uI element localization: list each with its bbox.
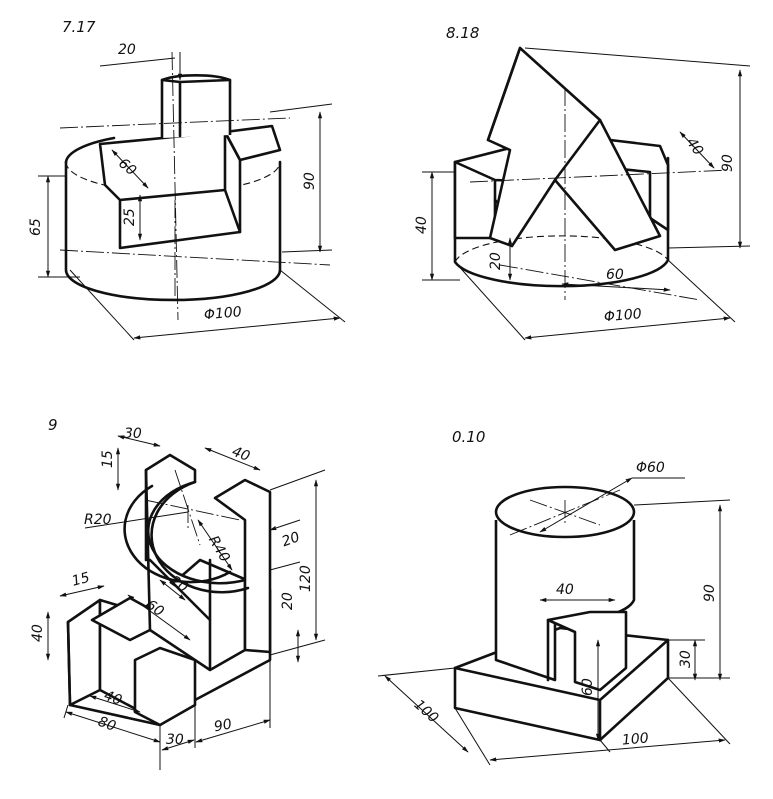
dimension-text: R20 bbox=[84, 512, 112, 528]
dimension-text: 30 bbox=[124, 426, 142, 442]
slanted-blade bbox=[486, 46, 662, 252]
extension-line bbox=[269, 469, 326, 656]
dimension-text: Φ100 bbox=[203, 304, 242, 323]
dimension-text: 100 bbox=[621, 730, 649, 748]
figure-8-18: 8.18 40 40 90 20 60 Φ100 bbox=[414, 24, 751, 341]
dimension-text: 65 bbox=[28, 218, 44, 236]
dimension-line bbox=[539, 477, 633, 533]
centre-line bbox=[59, 51, 331, 321]
slot-inner-edge bbox=[118, 130, 242, 234]
dimension-text: 30 bbox=[678, 650, 694, 668]
figure-label: 7.17 bbox=[62, 18, 96, 36]
dimension-line bbox=[59, 585, 105, 597]
figure-label: 8.18 bbox=[446, 24, 479, 42]
dimension-text: 40 bbox=[230, 444, 252, 465]
dimension-text: 120 bbox=[298, 565, 314, 592]
dimension-text: 60 bbox=[580, 678, 596, 696]
extension-line bbox=[377, 667, 731, 766]
dimension-text: 15 bbox=[70, 570, 91, 590]
dimension-line bbox=[561, 282, 671, 292]
dimension-text: 100 bbox=[411, 697, 442, 727]
half-round-cut bbox=[123, 480, 250, 594]
extension-line bbox=[269, 103, 333, 253]
extension-line bbox=[38, 175, 80, 278]
figure-9: 9 30 15 40 R20 R40 20 bbox=[30, 416, 326, 770]
extension-line bbox=[422, 171, 460, 281]
dimension-text: 80 bbox=[96, 714, 118, 735]
dimension-text: 20 bbox=[488, 252, 504, 270]
top-tab bbox=[160, 73, 232, 138]
blade-edges bbox=[486, 46, 602, 182]
dimension-line bbox=[99, 52, 180, 80]
dimension-line bbox=[679, 131, 715, 169]
dimension-text: 60 bbox=[606, 267, 624, 283]
dimension-text: 15 bbox=[100, 450, 116, 468]
cylinder-top-edge bbox=[64, 136, 116, 164]
dimension-line bbox=[117, 435, 161, 447]
figure-label: 0.10 bbox=[452, 428, 485, 446]
dimension-text: 20 bbox=[280, 592, 296, 610]
figure-7-17: 7.17 20 60 25 65 90 Φ100 bbox=[28, 18, 346, 341]
dimension-text: Φ60 bbox=[636, 460, 665, 476]
extension-line bbox=[633, 499, 731, 679]
leader-line bbox=[84, 511, 189, 529]
dimension-text: 40 bbox=[556, 582, 574, 598]
dimension-line bbox=[204, 447, 261, 471]
left-rib bbox=[66, 598, 102, 707]
dimension-line bbox=[384, 675, 469, 753]
centre-line bbox=[144, 469, 241, 546]
dimension-line bbox=[195, 719, 271, 743]
dimension-line bbox=[65, 711, 161, 743]
dimension-text: 40 bbox=[102, 688, 124, 709]
dimension-line bbox=[524, 316, 731, 340]
dimension-text: 90 bbox=[213, 716, 233, 735]
dimension-text: 40 bbox=[414, 216, 430, 234]
dimension-text: 30 bbox=[166, 732, 184, 748]
extension-line bbox=[524, 47, 751, 249]
figure-0-10: 0.10 Φ60 40 90 30 60 100 100 bbox=[377, 428, 731, 766]
dimension-line bbox=[161, 739, 195, 751]
extension-line bbox=[63, 660, 271, 770]
dimension-line bbox=[197, 519, 233, 571]
figure-label: 9 bbox=[48, 416, 58, 434]
dimension-line bbox=[111, 149, 149, 189]
dimension-text: 40 bbox=[30, 624, 46, 642]
dimension-text: 20 bbox=[280, 529, 302, 550]
hidden-edge bbox=[454, 235, 669, 263]
dimension-line bbox=[89, 695, 141, 713]
dimension-text: 90 bbox=[720, 154, 736, 172]
dimension-text: 90 bbox=[702, 584, 718, 602]
dimension-text: Φ100 bbox=[603, 306, 642, 325]
dimension-line bbox=[127, 594, 191, 641]
base-plate bbox=[453, 626, 670, 742]
front-rib bbox=[133, 646, 197, 727]
dimension-line bbox=[489, 738, 726, 762]
block-top-face bbox=[223, 124, 282, 162]
dimension-text: 20 bbox=[118, 42, 136, 58]
centre-line bbox=[469, 88, 731, 301]
extension-line bbox=[69, 269, 346, 341]
right-upright bbox=[213, 478, 272, 654]
extension-line bbox=[454, 259, 736, 341]
dimension-line bbox=[133, 316, 341, 340]
dimension-line bbox=[270, 519, 301, 571]
slot-cut bbox=[546, 610, 628, 692]
dimension-text: 90 bbox=[302, 172, 318, 190]
cylinder-body bbox=[64, 160, 282, 302]
dimension-text: 25 bbox=[122, 208, 138, 226]
